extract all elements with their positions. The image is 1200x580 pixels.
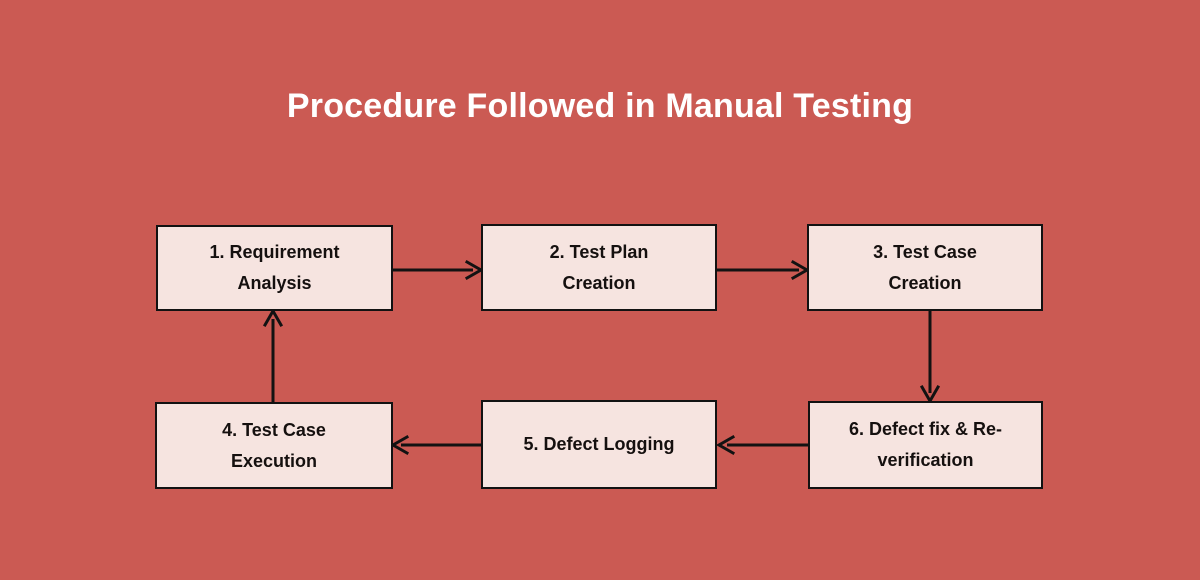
edge-3-to-6 — [916, 311, 944, 405]
edge-2-to-3 — [717, 256, 811, 284]
node-requirement-analysis[interactable]: 1. Requirement Analysis — [156, 225, 393, 311]
node-3-line-1: 3. Test Case — [873, 241, 977, 262]
node-3-line-2: Creation — [888, 272, 962, 293]
page-title: Procedure Followed in Manual Testing — [286, 87, 914, 125]
node-test-case-creation[interactable]: 3. Test Case Creation — [807, 224, 1043, 311]
node-defect-logging[interactable]: 5. Defect Logging — [481, 400, 717, 489]
node-6-line-1: 6. Defect fix & Re- — [848, 419, 1003, 439]
edge-6-to-5 — [715, 431, 809, 459]
node-1-line-2: Analysis — [237, 273, 312, 293]
node-test-plan-creation[interactable]: 2. Test Plan Creation — [481, 224, 717, 311]
node-2-line-2: Creation — [562, 272, 636, 293]
node-4-line-1: 4. Test Case — [222, 419, 326, 440]
edge-4-to-1 — [259, 307, 287, 403]
node-1-line-1: 1. Requirement — [209, 242, 340, 262]
node-defect-fix-reverification[interactable]: 6. Defect fix & Re- verification — [808, 401, 1043, 489]
edge-1-to-2 — [393, 256, 485, 284]
edge-5-to-4 — [389, 431, 483, 459]
node-2-line-1: 2. Test Plan — [549, 241, 649, 262]
node-4-line-2: Execution — [230, 450, 317, 471]
node-6-line-2: verification — [877, 450, 974, 470]
node-5-line-1: 5. Defect Logging — [523, 434, 675, 454]
node-test-case-execution[interactable]: 4. Test Case Execution — [155, 402, 393, 489]
